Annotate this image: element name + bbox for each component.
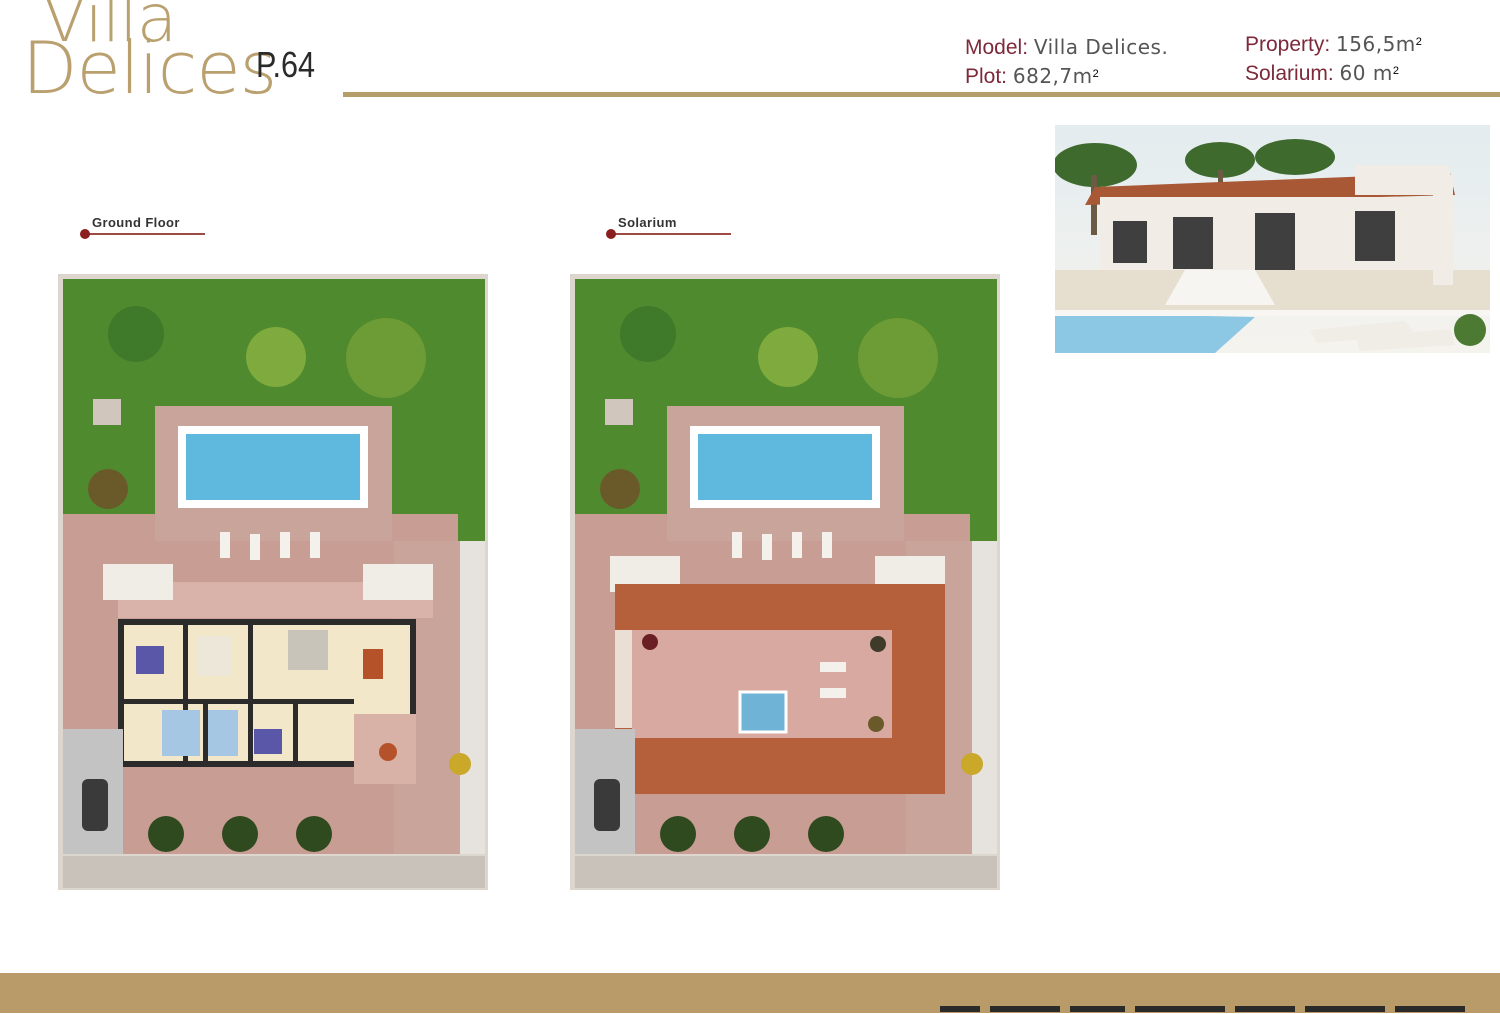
car (82, 779, 108, 831)
spec-solarium-value: 60 m (1339, 61, 1393, 85)
tree-1 (620, 306, 676, 362)
solarium-label-rule (611, 233, 731, 235)
spec-property-exponent: 2 (1415, 36, 1422, 48)
ground-floor-label-text: Ground Floor (92, 215, 180, 230)
planter (449, 753, 471, 775)
solarium-label-bullet (606, 229, 616, 239)
logo-delices-text: Delices (22, 26, 277, 110)
roof-plant-1 (642, 634, 658, 650)
solarium-lounger-1 (820, 662, 846, 672)
car (594, 779, 620, 831)
hedge-2 (734, 816, 770, 852)
villa-delices-logo: Villa Delices P.64 (22, 0, 352, 111)
spec-model-value: Villa Delices. (1033, 35, 1169, 59)
tree-1 (108, 306, 164, 362)
tree-4 (88, 469, 128, 509)
swimming-pool (698, 434, 872, 500)
spec-solarium: Solarium: 60 m2 (1245, 59, 1422, 88)
spec-property: Property: 156,5m2 (1245, 30, 1422, 59)
sun-loungers (732, 532, 832, 560)
paving-square (93, 399, 121, 425)
solarium-plan-drawing (570, 274, 1000, 890)
roof-plant-2 (870, 636, 886, 652)
villa-render-image (1055, 125, 1490, 353)
spec-solarium-exponent: 2 (1392, 65, 1399, 77)
ground-floor-plan-drawing (58, 274, 488, 890)
tree-3 (858, 318, 938, 398)
spec-model: Model: Villa Delices. (965, 33, 1168, 62)
spec-solarium-label: Solarium: (1245, 62, 1334, 85)
header-divider (343, 92, 1500, 97)
footer-fine-print (940, 1006, 1465, 1012)
render-windows (1113, 211, 1395, 271)
page-number: P.64 (256, 44, 316, 85)
tree-3 (346, 318, 426, 398)
solarium-label: Solarium (606, 215, 736, 239)
hedge-3 (808, 816, 844, 852)
specs-model-plot: Model: Villa Delices. Plot: 682,7m2 (965, 33, 1168, 91)
roof-plant-3 (868, 716, 884, 732)
spec-model-label: Model: (965, 36, 1029, 59)
dining-table (363, 649, 383, 679)
spec-plot-value: 682,7m (1012, 64, 1093, 88)
swimming-pool (186, 434, 360, 500)
hedge-3 (296, 816, 332, 852)
ground-floor-label: Ground Floor (80, 215, 210, 239)
jacuzzi (738, 690, 788, 734)
hedge-1 (660, 816, 696, 852)
spec-plot-exponent: 2 (1092, 68, 1099, 80)
render-shrub (1454, 314, 1486, 346)
living-area (288, 630, 328, 670)
tree-2 (758, 327, 818, 387)
specs-property-solarium: Property: 156,5m2 Solarium: 60 m2 (1245, 30, 1422, 88)
annex-table (379, 743, 397, 761)
bed-3 (254, 729, 282, 754)
solarium-plan (570, 274, 1000, 890)
logo-villa-text: Villa (42, 0, 177, 57)
spec-plot-label: Plot: (965, 65, 1008, 88)
bathroom-1 (162, 710, 200, 756)
planter (961, 753, 983, 775)
render-loungers (1310, 321, 1455, 351)
hedge-1 (148, 816, 184, 852)
palm-trees (1055, 139, 1335, 235)
paving-square (605, 399, 633, 425)
spec-plot: Plot: 682,7m2 (965, 62, 1168, 91)
render-stairs (1165, 270, 1275, 305)
hedge-2 (222, 816, 258, 852)
spec-property-value: 156,5m (1336, 32, 1416, 56)
solarium-label-text: Solarium (618, 215, 677, 230)
ground-floor-plan (58, 274, 488, 890)
render-pool (1055, 313, 1255, 353)
tree-2 (246, 327, 306, 387)
spec-property-label: Property: (1245, 33, 1331, 56)
tree-4 (600, 469, 640, 509)
ground-floor-label-bullet (80, 229, 90, 239)
bed-2 (198, 636, 232, 676)
bathroom-2 (208, 710, 238, 756)
solarium-lounger-2 (820, 688, 846, 698)
villa-render-photo (1055, 125, 1490, 353)
sun-loungers (220, 532, 320, 560)
bed-1 (136, 646, 164, 674)
ground-floor-label-rule (85, 233, 205, 235)
